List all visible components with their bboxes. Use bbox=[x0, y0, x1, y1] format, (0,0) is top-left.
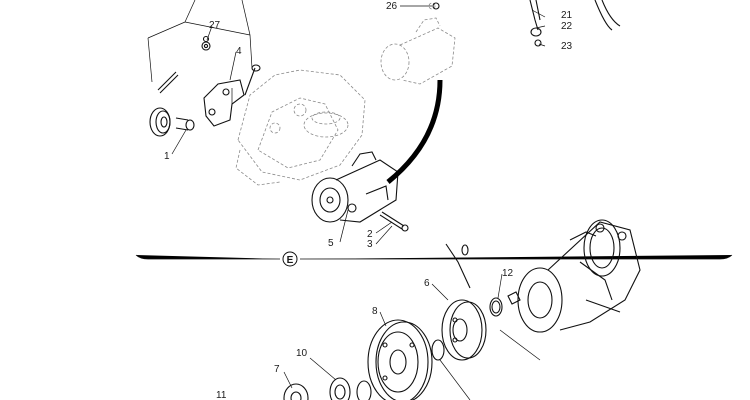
callout-2: 2 bbox=[367, 229, 373, 240]
callout-12: 12 bbox=[502, 268, 514, 279]
cable-pin bbox=[445, 243, 471, 289]
callout-7: 7 bbox=[274, 364, 280, 375]
callout-10: 10 bbox=[296, 348, 308, 359]
callout-11: 11 bbox=[216, 390, 227, 400]
compressor-ghost bbox=[380, 2, 456, 85]
assembly-arrow bbox=[386, 79, 443, 184]
bolt-long-2 bbox=[244, 64, 261, 96]
callout-4: 4 bbox=[236, 46, 242, 57]
washer-27 bbox=[201, 35, 211, 51]
hose-assembly-21 bbox=[529, 0, 621, 37]
washer-10 bbox=[329, 377, 372, 400]
callout-27: 27 bbox=[209, 20, 221, 31]
callout-26: 26 bbox=[386, 1, 398, 12]
bolt-long-1 bbox=[157, 71, 179, 94]
callout-6: 6 bbox=[424, 278, 430, 289]
compressor-body bbox=[517, 219, 641, 333]
key-12 bbox=[507, 291, 521, 305]
callout-22: 22 bbox=[561, 21, 573, 32]
detail-e-marker: E bbox=[287, 255, 294, 266]
callout-labels: 27 4 1 5 2 3 26 21 22 23 6 12 8 10 7 11 bbox=[164, 1, 573, 400]
snap-ring-12 bbox=[489, 297, 503, 317]
callout-21: 21 bbox=[561, 10, 573, 21]
compressor-mounted bbox=[311, 151, 399, 223]
pulley-1 bbox=[149, 107, 195, 137]
detail-e-frame: E bbox=[135, 251, 733, 267]
leader-lines bbox=[171, 5, 546, 400]
callout-5: 5 bbox=[328, 238, 334, 249]
assembly-bracket-frame bbox=[147, 0, 253, 83]
oring-23 bbox=[534, 39, 542, 47]
fitting-26 bbox=[432, 2, 440, 10]
pulley-8 bbox=[367, 319, 433, 400]
callout-8: 8 bbox=[372, 306, 378, 317]
bolt-2-3 bbox=[379, 211, 409, 232]
callout-3: 3 bbox=[367, 239, 373, 250]
mounting-bracket-4 bbox=[203, 79, 245, 127]
callout-1: 1 bbox=[164, 151, 170, 162]
retaining-ring bbox=[431, 339, 445, 361]
coil-6 bbox=[441, 299, 487, 361]
callout-23: 23 bbox=[561, 41, 573, 52]
hub-7 bbox=[283, 383, 309, 400]
detail-e-circle bbox=[282, 251, 298, 267]
engine-block-outline bbox=[235, 69, 366, 186]
